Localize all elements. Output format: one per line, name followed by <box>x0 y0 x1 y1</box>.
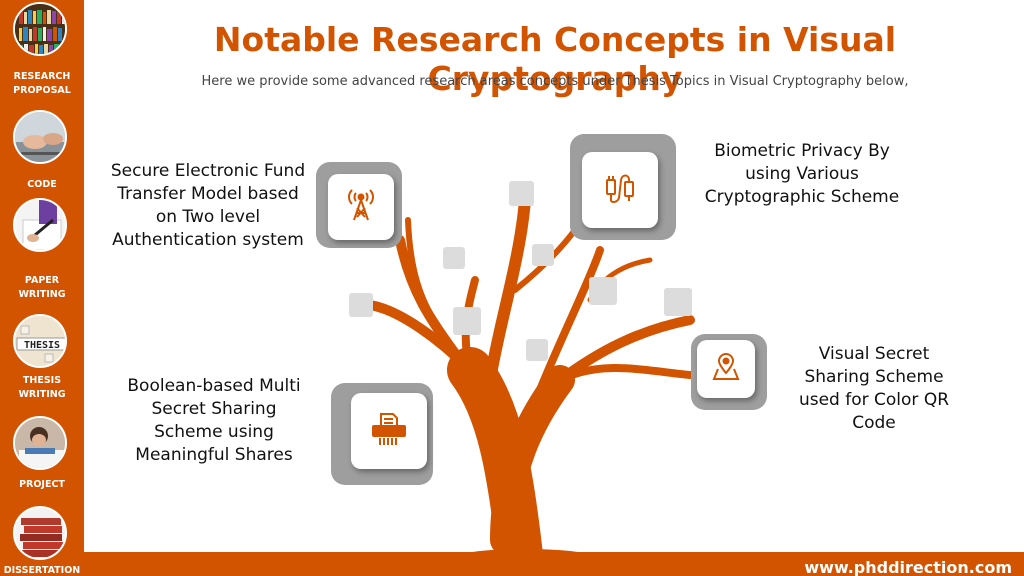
sidebar-item-code[interactable]: CODE <box>0 106 84 196</box>
usb-cable-icon <box>603 172 637 209</box>
sidebar: RESEARCH PROPOSAL CODE <box>0 0 84 576</box>
leaf-decoration <box>509 181 534 206</box>
usb-cable-card <box>570 134 676 240</box>
signal-tower-icon <box>347 188 375 226</box>
page-subtitle: Here we provide some advanced research a… <box>201 74 909 89</box>
book-stack-thumbnail <box>13 506 67 560</box>
footer-url-link[interactable]: www.phddirection.com <box>804 558 1012 576</box>
sidebar-item-label: THESIS <box>22 375 62 386</box>
leaf-decoration <box>589 277 617 305</box>
sidebar-item-research-proposal[interactable]: RESEARCH PROPOSAL <box>0 0 84 100</box>
leaf-decoration <box>532 244 554 266</box>
concept-bottom-right: Visual Secret Sharing Scheme used for Co… <box>798 344 950 433</box>
paper-shredder-icon <box>371 412 407 451</box>
sidebar-item-project[interactable]: PROJECT <box>0 414 84 498</box>
map-pin-card <box>691 334 767 410</box>
sidebar-item-label: PROJECT <box>19 479 65 490</box>
sidebar-item-dissertation[interactable]: DISSERTATION <box>0 504 84 576</box>
pen-writing-thumbnail <box>13 198 67 252</box>
sidebar-item-paper-writing[interactable]: PAPER WRITING <box>0 196 84 306</box>
bookshelf-thumbnail <box>13 2 67 56</box>
paper-shredder-card <box>331 383 433 485</box>
sidebar-item-label: PAPER <box>24 275 60 286</box>
leaf-decoration <box>664 288 692 316</box>
sidebar-item-label: WRITING <box>18 389 66 400</box>
thesis-blocks-thumbnail: THESIS <box>13 314 67 368</box>
signal-tower-card <box>316 162 402 248</box>
sidebar-item-label: WRITING <box>18 289 66 300</box>
sidebar-item-label: RESEARCH <box>13 71 71 82</box>
sidebar-item-thesis-writing[interactable]: THESIS THESIS WRITING <box>0 312 84 412</box>
concept-top-left: Secure Electronic Fund Transfer Model ba… <box>110 161 306 250</box>
leaf-decoration <box>349 293 373 317</box>
leaf-decoration <box>526 339 548 361</box>
sidebar-item-label: CODE <box>27 179 57 190</box>
leaf-decoration <box>453 307 481 335</box>
svg-text:THESIS: THESIS <box>24 340 60 351</box>
footer-bar: www.phddirection.com <box>84 552 1024 576</box>
leaf-decoration <box>443 247 465 269</box>
page-title: Notable Research Concepts in Visual Cryp… <box>213 20 897 98</box>
concept-bottom-left: Boolean-based Multi Secret Sharing Schem… <box>127 376 301 465</box>
sidebar-item-label: PROPOSAL <box>13 85 71 96</box>
student-desk-thumbnail <box>13 416 67 470</box>
hands-typing-thumbnail <box>13 110 67 164</box>
map-pin-icon <box>712 352 740 386</box>
sidebar-item-label: DISSERTATION <box>3 565 81 576</box>
concept-top-right: Biometric Privacy By using Various Crypt… <box>704 141 900 207</box>
